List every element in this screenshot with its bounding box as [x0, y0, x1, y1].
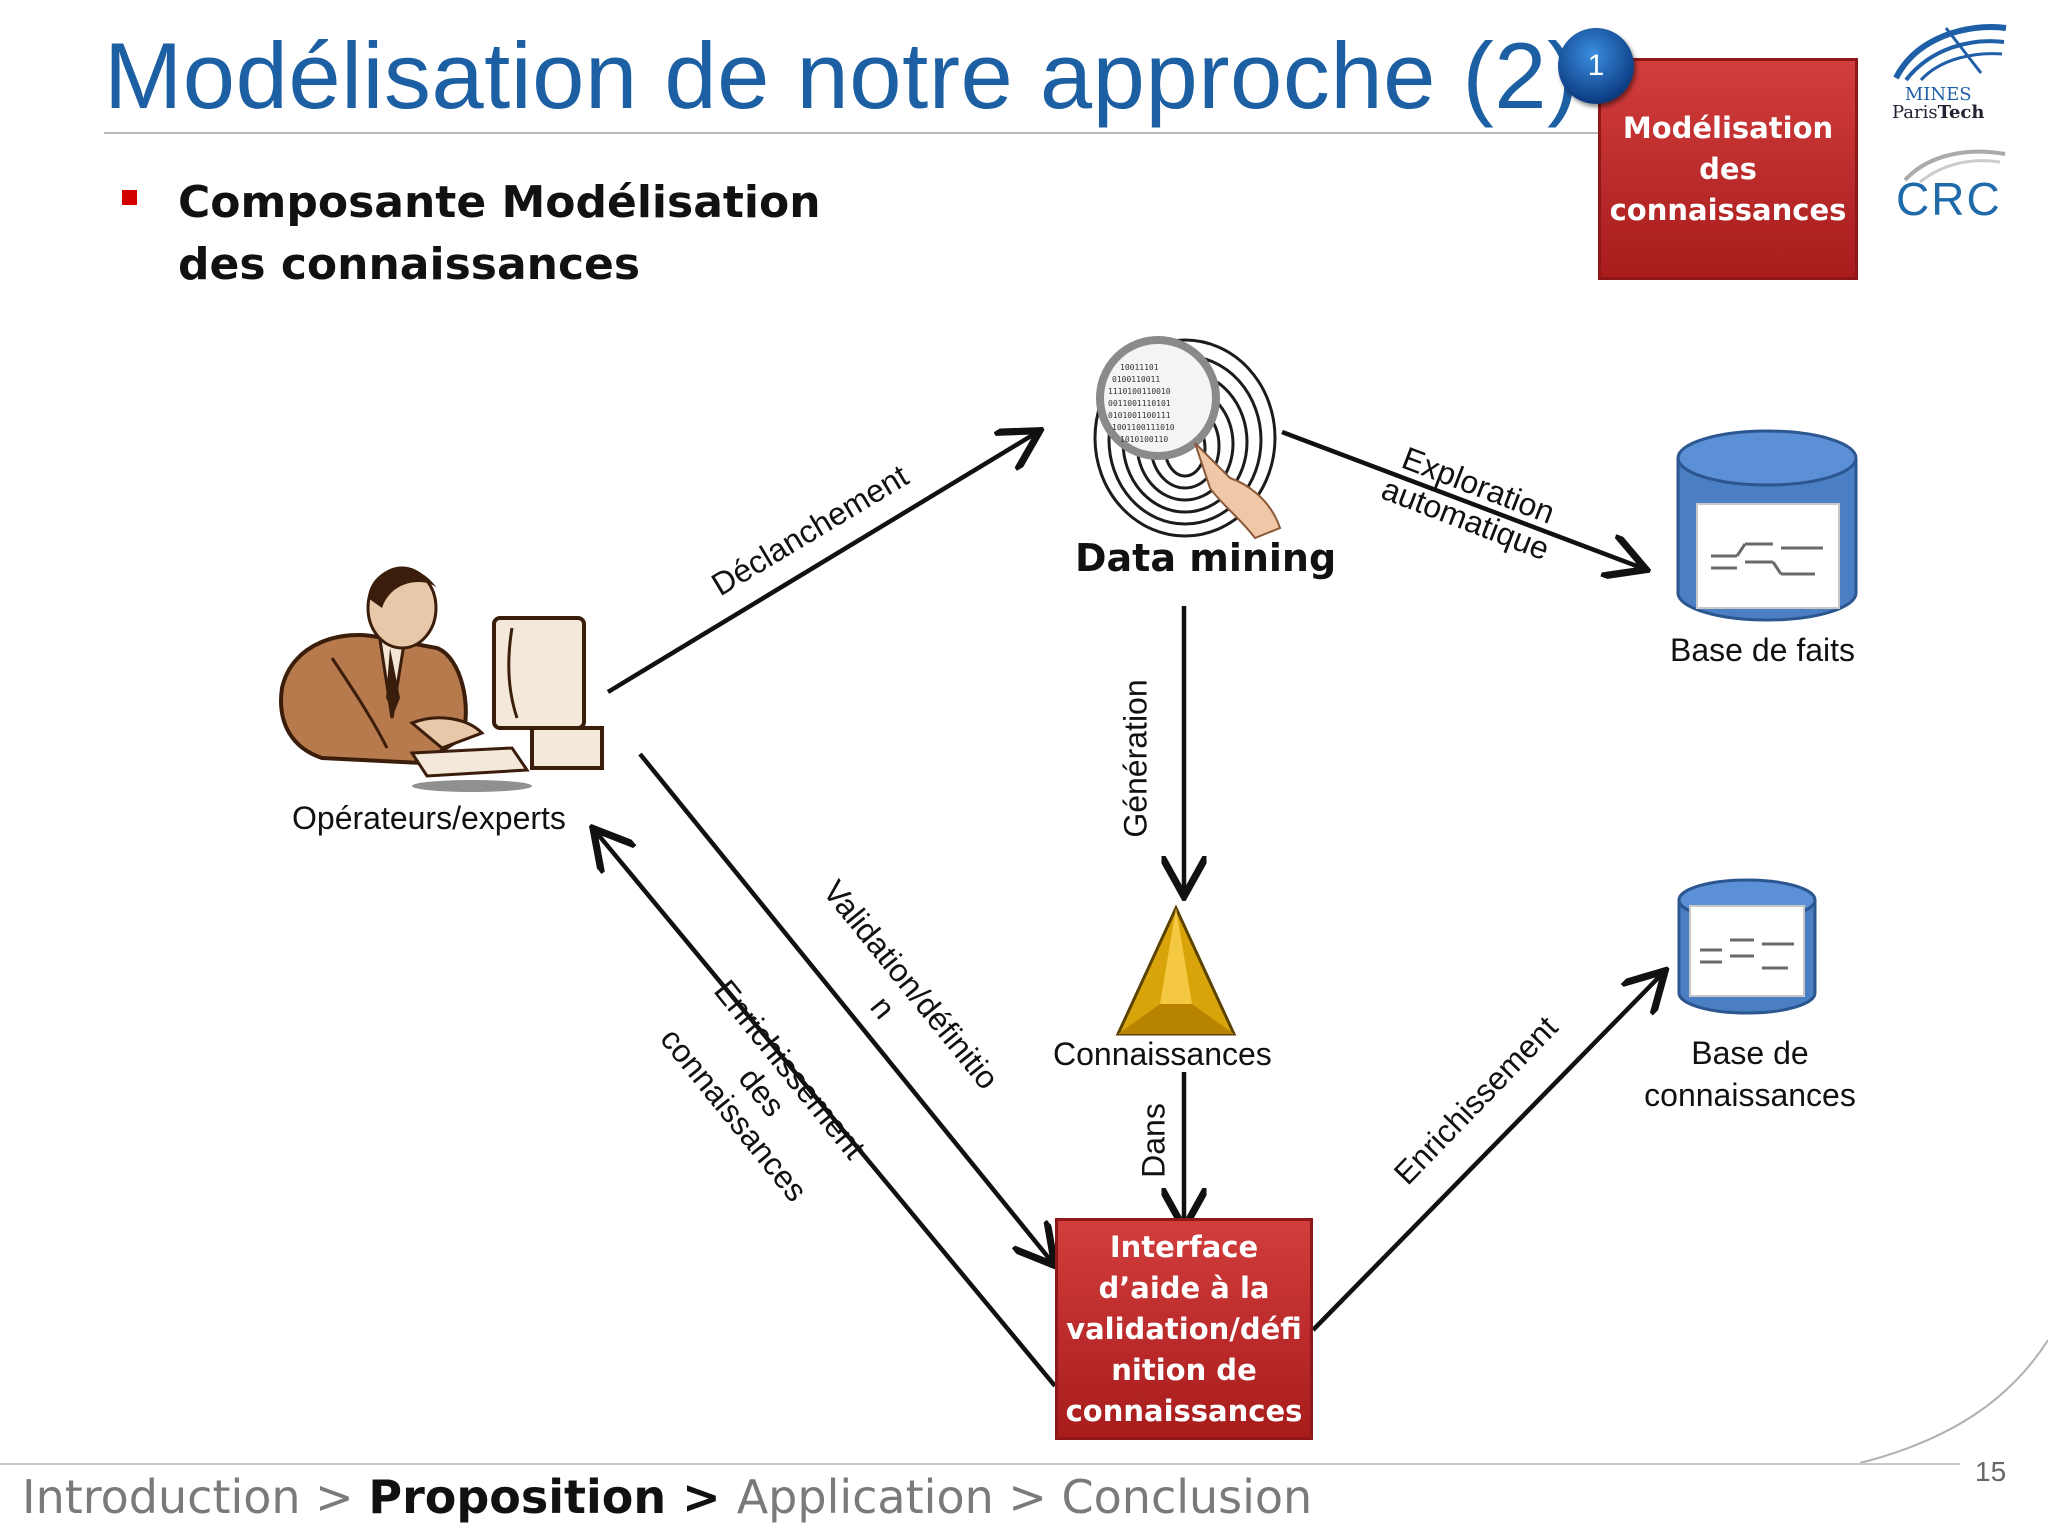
mines-paristech-logo	[1886, 18, 2016, 128]
knowledge-base-label: Base de connaissances	[1644, 1035, 1856, 1113]
svg-text:0011001110101: 0011001110101	[1108, 399, 1171, 408]
svg-text:10011101: 10011101	[1120, 363, 1159, 372]
data-mining-illustration: 10011101 0100110011 1110100110010 001100…	[1080, 328, 1290, 543]
nav-remaining: Application > Conclusion	[736, 1470, 1313, 1524]
data-mining-label: Data mining	[1075, 536, 1337, 580]
arrow-trigger	[606, 433, 1036, 694]
step-box: Modélisation des connaissances	[1598, 58, 1858, 280]
arrow-enrich-kb	[1311, 974, 1662, 1332]
slide-decor-curve	[1859, 1339, 2048, 1464]
edge-label-generation: Génération	[1117, 679, 1154, 838]
slide-title: Modélisation de notre approche (2)	[104, 23, 1579, 128]
fact-base-label: Base de faits	[1670, 632, 1855, 668]
database-icon	[1676, 429, 1858, 622]
bullet-marker	[122, 190, 137, 205]
svg-text:1110100110010: 1110100110010	[1108, 387, 1171, 396]
database-icon	[1677, 878, 1817, 1015]
page-number: 15	[1975, 1456, 2007, 1487]
arrow-exploration	[1281, 429, 1642, 568]
svg-text:1010100110: 1010100110	[1120, 435, 1168, 444]
mines-swirl-icon	[1893, 24, 2007, 82]
pyramid-icon	[1115, 904, 1237, 1036]
knowledge-label: Connaissances	[1053, 1036, 1272, 1072]
crc-logo-text: CRC	[1896, 173, 2002, 225]
step-badge: 1	[1558, 28, 1634, 104]
bullet-text: Composante Modélisation des connaissance…	[178, 177, 821, 290]
nav-current-proposition: Proposition >	[368, 1470, 737, 1524]
interface-box: Interface d’aide à la validation/défi ni…	[1055, 1218, 1313, 1440]
svg-text:1001100111010: 1001100111010	[1112, 423, 1175, 432]
svg-text:0101001100111: 0101001100111	[1108, 411, 1171, 420]
mines-logo-text: MINES ParisTech	[1892, 84, 1985, 123]
svg-text:0100110011: 0100110011	[1112, 375, 1160, 384]
operators-label: Opérateurs/experts	[292, 800, 566, 836]
footer-divider	[0, 1463, 1960, 1465]
nav-introduction: Introduction >	[22, 1470, 369, 1524]
fingerprint-magnifier-icon: 10011101 0100110011 1110100110010 001100…	[1093, 336, 1282, 540]
knowledge-base-cylinder	[1676, 878, 1818, 1016]
crc-logo-swoosh	[1900, 148, 2010, 189]
edge-label-inside: Dans	[1135, 1103, 1172, 1178]
arrow-validation	[638, 752, 1052, 1262]
operator-illustration	[262, 548, 612, 798]
title-divider	[104, 132, 1604, 134]
fact-base-cylinder	[1675, 428, 1860, 623]
person-at-computer-icon	[279, 566, 604, 792]
arrow-enrich-operators	[596, 832, 1057, 1388]
knowledge-pyramid	[1114, 904, 1238, 1038]
section-breadcrumb: Introduction > Proposition > Application…	[22, 1470, 1312, 1524]
